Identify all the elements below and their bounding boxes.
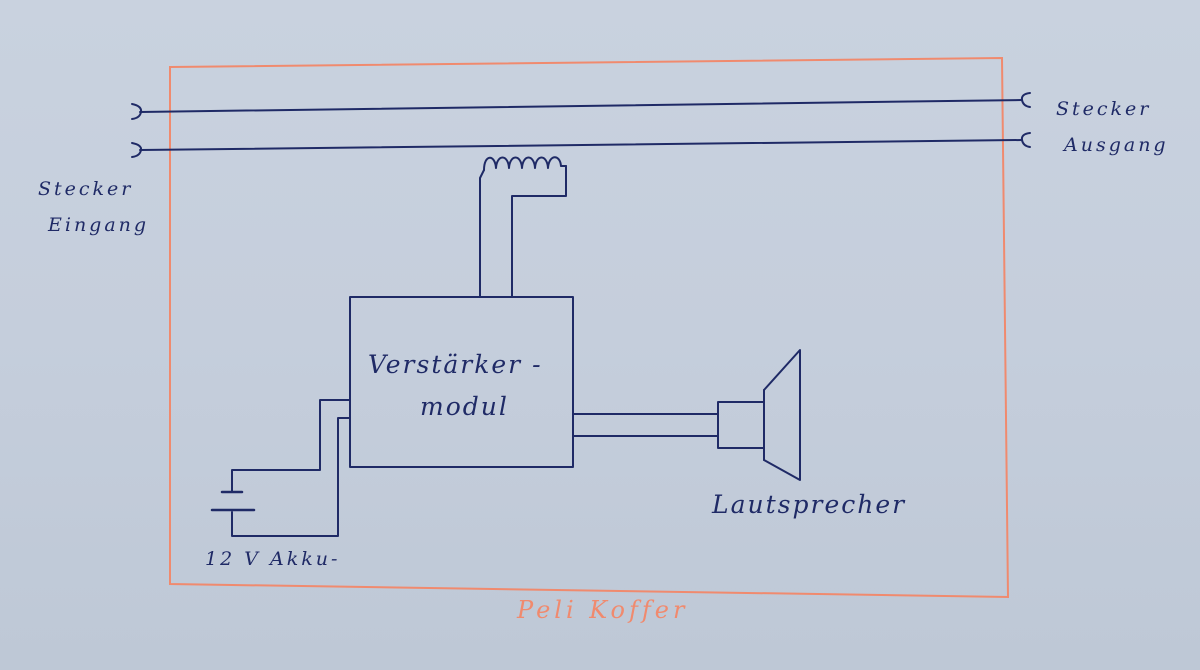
output-label-line2: Ausgang bbox=[1064, 134, 1169, 156]
output-label-line1: Stecker bbox=[1056, 98, 1152, 120]
battery-lead-lower bbox=[231, 417, 351, 537]
output-jack-top-icon bbox=[1020, 92, 1031, 108]
module-label-line2: modul bbox=[420, 392, 509, 421]
input-label-line2: Eingang bbox=[48, 214, 150, 236]
output-jack-bottom-icon bbox=[1020, 132, 1031, 148]
speaker-label: Lautsprecher bbox=[712, 490, 907, 519]
case-outline bbox=[169, 56, 1010, 599]
input-jack-top-icon bbox=[131, 103, 143, 120]
coil-icon bbox=[483, 156, 567, 171]
input-label-line1: Stecker bbox=[38, 178, 134, 200]
coil-lead-left bbox=[479, 169, 485, 298]
coil-lead-right bbox=[511, 165, 567, 298]
cable-bottom bbox=[139, 139, 1023, 151]
battery-label: 12 V Akku- bbox=[205, 548, 341, 570]
speaker-magnet-icon bbox=[717, 401, 765, 449]
case-label: Peli Koffer bbox=[517, 596, 689, 624]
amplifier-module-box bbox=[349, 296, 574, 468]
speaker-cone-icon bbox=[763, 349, 801, 481]
module-label-line1: Verstärker - bbox=[368, 350, 543, 379]
input-jack-bottom-icon bbox=[131, 142, 143, 158]
battery-lead-upper bbox=[231, 399, 351, 493]
cable-top bbox=[139, 99, 1023, 113]
